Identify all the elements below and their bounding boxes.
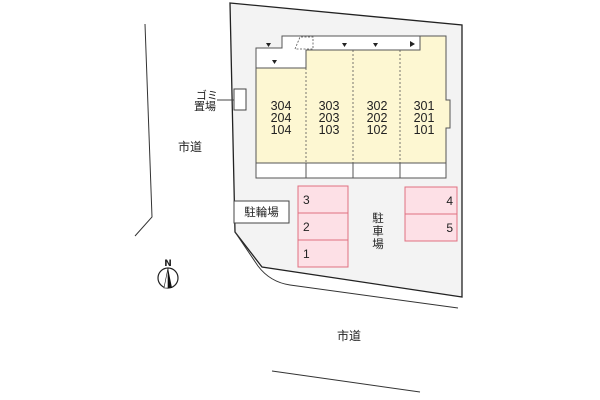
unit-column-4: 301 201 101 bbox=[414, 99, 435, 137]
unit-column-3: 302 202 102 bbox=[367, 99, 388, 137]
bicycle-parking-label: 駐輪場 bbox=[244, 205, 279, 219]
parking-space-5 bbox=[404, 213, 458, 242]
svg-text:N: N bbox=[164, 259, 172, 269]
north-compass-icon: N bbox=[157, 259, 179, 289]
svg-text:201: 201 bbox=[414, 111, 435, 125]
parking-spaces-right: 4 5 bbox=[404, 186, 458, 242]
south-road-label: 市道 bbox=[337, 328, 361, 343]
west-road-edge bbox=[134, 23, 153, 237]
svg-text:202: 202 bbox=[367, 111, 388, 125]
entrance-arrow-icon bbox=[272, 60, 277, 64]
svg-text:104: 104 bbox=[271, 123, 292, 137]
svg-text:102: 102 bbox=[367, 123, 388, 137]
svg-text:301: 301 bbox=[414, 99, 435, 113]
west-road-label: 市道 bbox=[178, 139, 202, 154]
parking-space-4 bbox=[404, 186, 458, 215]
garbage-label-line1: ゴミ bbox=[196, 88, 218, 102]
svg-text:5: 5 bbox=[446, 221, 453, 235]
garbage-area-box bbox=[233, 88, 247, 111]
stair-outline bbox=[294, 36, 314, 50]
entrance-arrow-icon bbox=[342, 43, 347, 47]
svg-text:3: 3 bbox=[303, 193, 310, 207]
svg-text:駐: 駐 bbox=[372, 211, 384, 225]
garbage-label-line2: 置場 bbox=[194, 100, 216, 113]
entrance-arrow-icon bbox=[373, 43, 378, 47]
svg-text:302: 302 bbox=[367, 99, 388, 113]
svg-text:204: 204 bbox=[271, 111, 292, 125]
svg-text:場: 場 bbox=[372, 237, 384, 251]
bicycle-parking-box bbox=[233, 200, 290, 224]
svg-text:4: 4 bbox=[446, 194, 453, 208]
svg-text:103: 103 bbox=[319, 123, 340, 137]
parking-space-1 bbox=[297, 239, 349, 268]
svg-text:203: 203 bbox=[319, 111, 340, 125]
south-road-edge bbox=[234, 231, 459, 309]
svg-text:303: 303 bbox=[319, 99, 340, 113]
svg-text:車: 車 bbox=[372, 224, 384, 238]
svg-text:304: 304 bbox=[271, 99, 292, 113]
south-road-far-edge bbox=[271, 370, 421, 393]
entrance-arrow-icon bbox=[410, 41, 415, 47]
parking-spaces-left: 3 2 1 bbox=[297, 185, 349, 268]
parking-label: 駐 車 場 bbox=[372, 211, 384, 251]
svg-text:2: 2 bbox=[303, 220, 310, 234]
unit-column-2: 303 203 103 bbox=[319, 99, 340, 137]
balcony-row bbox=[255, 162, 447, 179]
unit-column-1: 304 204 104 bbox=[271, 99, 292, 137]
svg-text:101: 101 bbox=[414, 123, 435, 137]
entrance-arrow-icon bbox=[266, 43, 271, 47]
svg-text:1: 1 bbox=[303, 247, 310, 261]
